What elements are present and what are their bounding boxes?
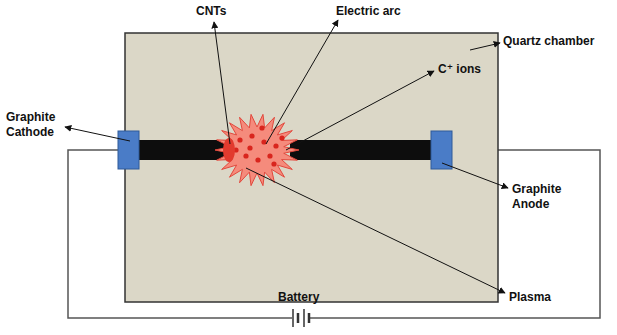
cnt-deposit bbox=[223, 138, 235, 162]
leader-line bbox=[266, 20, 338, 144]
callout-label: CNTs bbox=[196, 4, 226, 19]
carbon-ion bbox=[273, 143, 278, 148]
battery-label: Battery bbox=[278, 290, 319, 305]
carbon-ion bbox=[279, 135, 284, 140]
callout-label: Quartz chamber bbox=[503, 34, 594, 49]
carbon-ion bbox=[237, 137, 242, 142]
carbon-ion bbox=[255, 157, 260, 162]
carbon-ion bbox=[247, 145, 252, 150]
callout-label: Graphite Anode bbox=[512, 182, 561, 212]
cathode-holder bbox=[118, 131, 139, 169]
carbon-ion bbox=[259, 125, 264, 130]
anode-holder bbox=[431, 131, 452, 169]
leader-line bbox=[470, 43, 500, 50]
leader-line bbox=[65, 127, 130, 141]
carbon-ion bbox=[243, 153, 248, 158]
leader-lines bbox=[65, 20, 508, 293]
carbon-ion bbox=[271, 161, 276, 166]
carbon-ion bbox=[267, 153, 272, 158]
carbon-ion bbox=[249, 133, 254, 138]
quartz-chamber bbox=[125, 33, 498, 302]
leader-line bbox=[246, 168, 505, 293]
anode-rod bbox=[290, 140, 432, 160]
leader-line bbox=[286, 71, 434, 150]
leader-line bbox=[442, 163, 508, 188]
battery-symbol bbox=[293, 309, 309, 327]
leader-line bbox=[214, 22, 230, 144]
callout-label: Graphite Cathode bbox=[6, 110, 55, 140]
callout-label: Plasma bbox=[509, 290, 551, 305]
callout-label: C⁺ ions bbox=[438, 62, 481, 77]
cathode-rod bbox=[138, 140, 226, 160]
callout-label: Electric arc bbox=[336, 4, 401, 19]
